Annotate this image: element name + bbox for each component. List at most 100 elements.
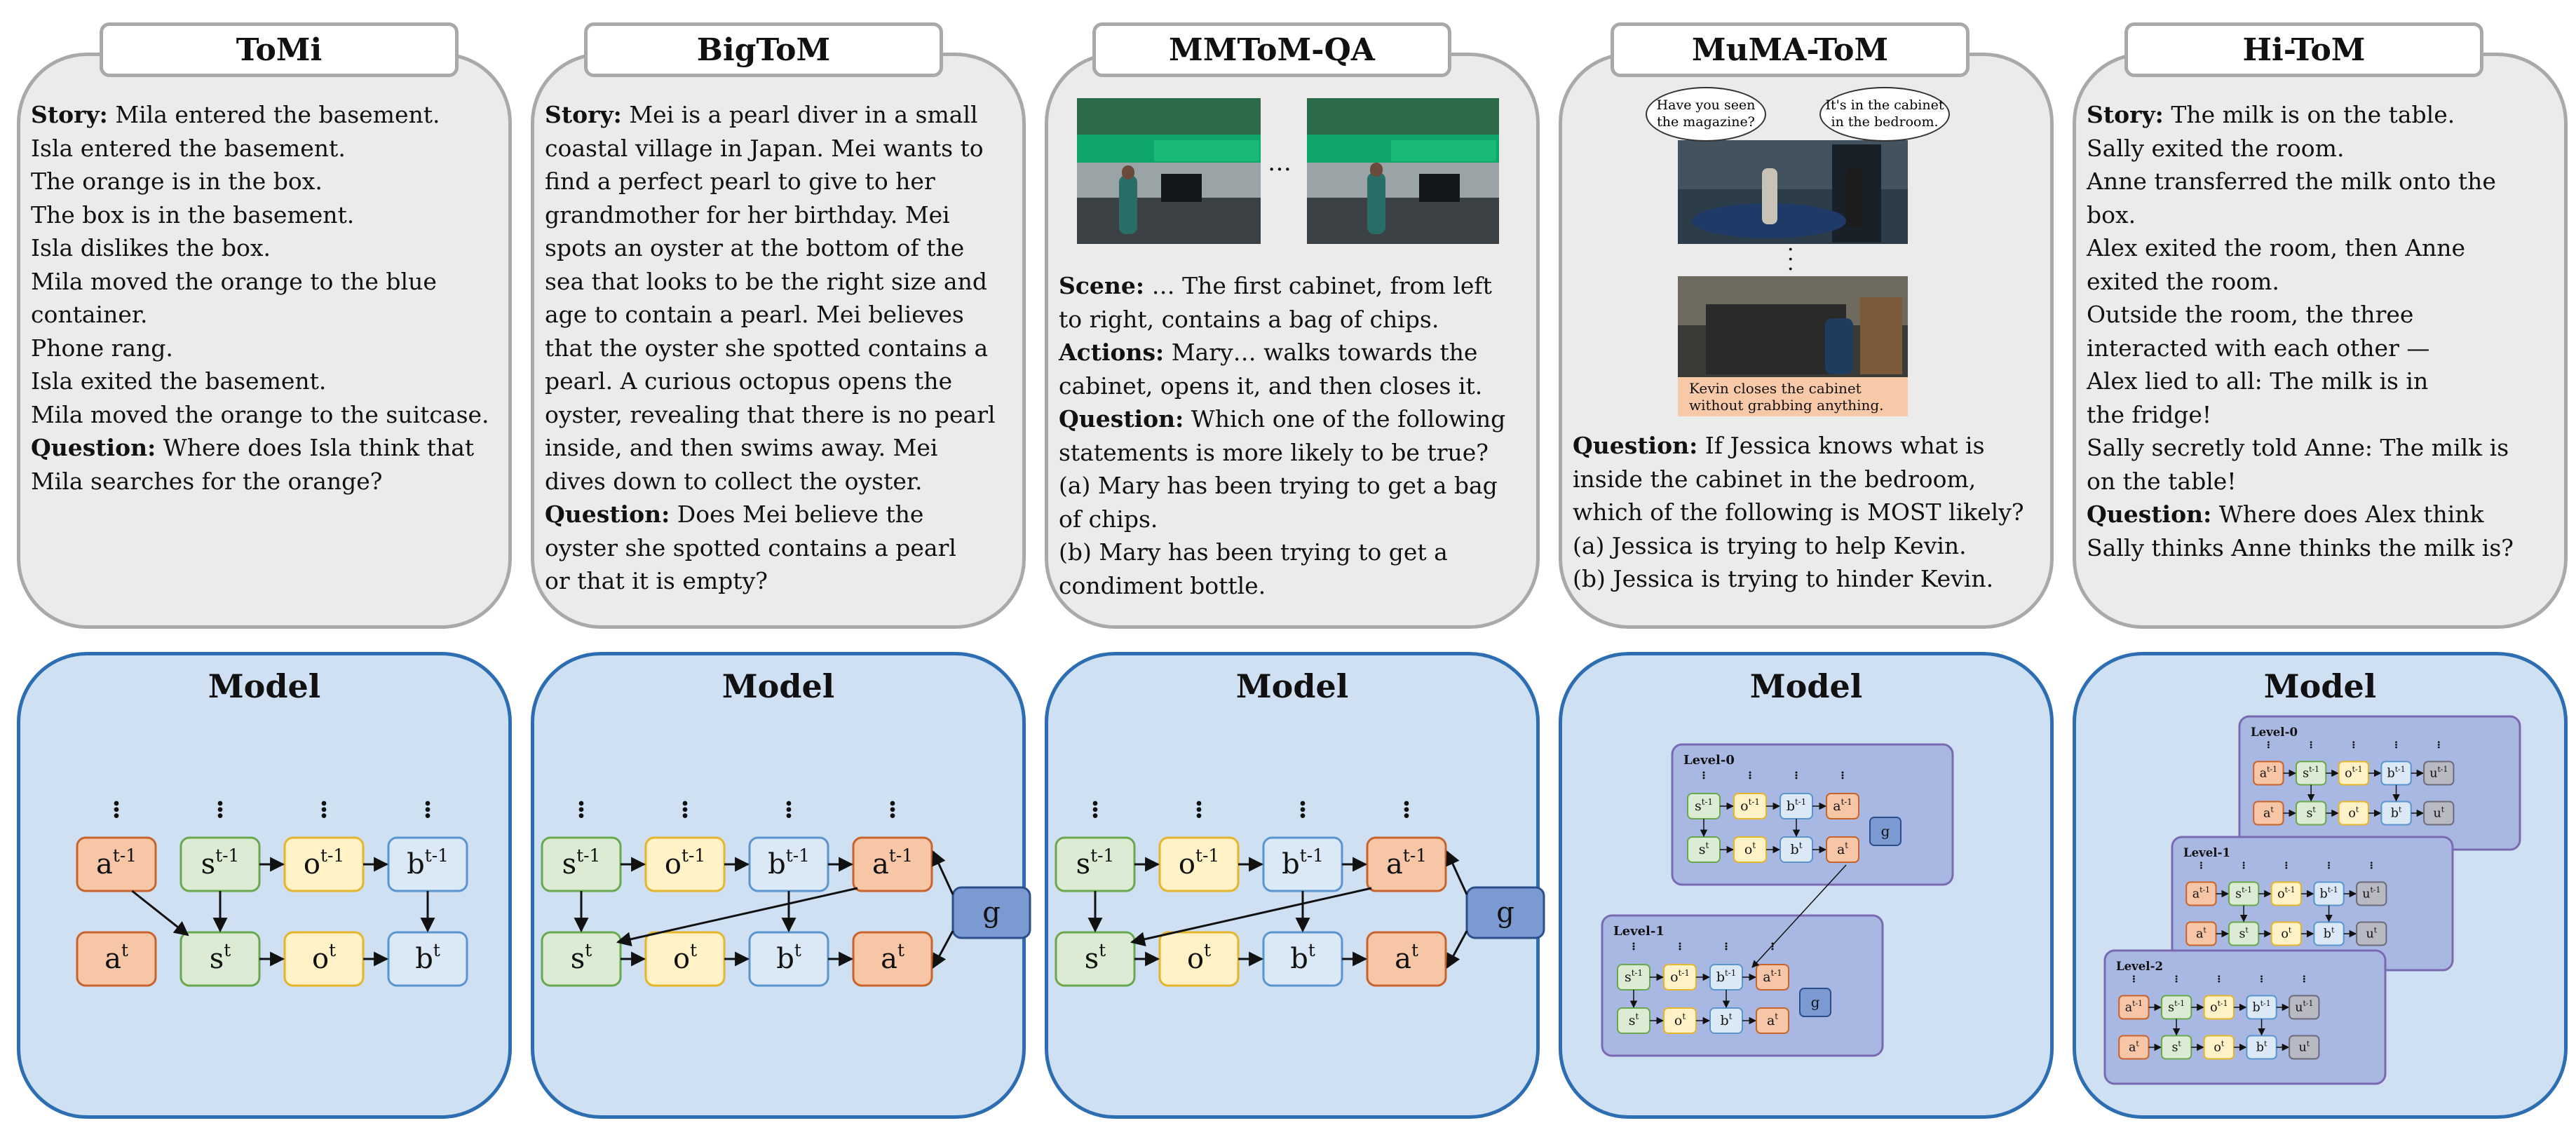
story-line: or that it is empty?: [545, 564, 1013, 598]
a-node-label: at-1: [96, 845, 137, 880]
ellipsis-dot: [1795, 771, 1798, 774]
a-node-label: at: [1395, 940, 1418, 975]
a-node: [76, 931, 157, 987]
scene-image-bottom: [1678, 276, 1908, 377]
story-line-text: (b) Jessica is trying to hinder Kevin.: [1573, 565, 1994, 592]
b-node-label: bt-1: [1787, 797, 1806, 814]
o-node-label: ot: [2281, 925, 2292, 941]
column-hi-tom: Hi-ToM Story: The milk is on the table.S…: [2056, 0, 2568, 1130]
scene-image-1: [1077, 98, 1261, 244]
bubble-right-line-2: in the bedroom.: [1831, 114, 1939, 130]
story-line-text: Outside the room, the three: [2087, 301, 2414, 328]
o-node-label: ot: [1674, 1012, 1686, 1028]
story-line: inside the cabinet in the bedroom,: [1573, 463, 2041, 496]
story-line: which of the following is MOST likely?: [1573, 496, 2041, 529]
story-line-label: Story:: [2087, 101, 2164, 128]
ellipsis-dot: [2352, 741, 2355, 744]
s-node-label: st-1: [1076, 845, 1115, 880]
ellipsis-dot: [2285, 866, 2288, 869]
ellipsis-dot: [786, 801, 792, 806]
ellipsis-dot: [1679, 942, 1681, 945]
ellipsis-dot: [321, 807, 327, 812]
ellipsis-dot: [2200, 862, 2202, 864]
story-line-label: Scene:: [1059, 272, 1145, 299]
ellipsis-dot: [2303, 980, 2305, 983]
g-node-label: g: [1496, 897, 1514, 929]
ellipsis-dot: [1679, 945, 1681, 948]
story-line-text: Mary… walks towards the: [1164, 339, 1478, 366]
ellipsis-dot: [2395, 744, 2397, 746]
ellipsis-dot: [2260, 980, 2263, 983]
story-line-label: Question:: [31, 434, 156, 461]
a-node-label: at: [2263, 805, 2274, 820]
o-node-label: ot: [2214, 1039, 2225, 1054]
story-line-text: Isla dislikes the box.: [31, 234, 271, 261]
ellipsis-dot: [1749, 777, 1751, 780]
ellipsis-dot: [1632, 948, 1635, 951]
story-line-text: The milk is on the table.: [2163, 101, 2455, 128]
ellipsis-dot: [2133, 978, 2135, 980]
o-node-label: ot: [673, 940, 697, 975]
story-line-label: Actions:: [1059, 339, 1165, 366]
ellipsis-dot: [425, 801, 431, 806]
ellipsis-dot: [890, 801, 895, 806]
u-node-label: ut-1: [2362, 885, 2380, 901]
ellipsis-dot: [682, 813, 688, 818]
u-node: [2423, 761, 2455, 786]
story-line: sea that looks to be the right size and: [545, 265, 1013, 299]
s-node-label: st-1: [1625, 968, 1643, 985]
model-title: Model: [1749, 667, 1863, 705]
story-line-text: … The first cabinet, from left: [1144, 272, 1492, 299]
b-node-label: bt-1: [407, 845, 449, 880]
story-line-label: Question:: [2087, 501, 2212, 528]
story-line: oyster she spotted contains a pearl: [545, 531, 1013, 565]
ellipsis-dot: [2175, 978, 2178, 980]
story-line-text: find a perfect pearl to give to her: [545, 168, 935, 195]
speech-bubble-right: It's in the cabinet in the bedroom.: [1819, 87, 1950, 142]
edge-arrow: [1751, 864, 1847, 968]
s-node-label: st-1: [201, 845, 240, 880]
a-node: [1756, 1007, 1789, 1034]
story-line: cabinet, opens it, and then closes it.: [1059, 369, 1527, 403]
story-line-text: oyster, revealing that there is no pearl: [545, 400, 996, 428]
edge-arrow: [131, 890, 189, 937]
s-node-label: st: [1699, 840, 1709, 857]
a-node-label: at-1: [2260, 765, 2277, 780]
story-line-text: Isla entered the basement.: [31, 134, 346, 162]
benchmark-title: MMToM-QA: [1092, 22, 1451, 77]
s-node-label: st: [571, 940, 592, 975]
story-line: statements is more likely to be true?: [1059, 436, 1527, 470]
ellipsis-dot: [2395, 741, 2397, 744]
ellipsis-dot: [578, 801, 584, 806]
ellipsis-dot: [1749, 771, 1751, 774]
s-node-label: st: [210, 940, 231, 975]
story-line-text: Which one of the following: [1184, 405, 1506, 433]
g-node: [1799, 988, 1831, 1017]
a-node: [1826, 793, 1859, 819]
story-line: dives down to collect the oyster.: [545, 465, 1013, 498]
a-node: [76, 836, 157, 892]
story-line-text: inside, and then swims away. Mei: [545, 434, 938, 461]
ellipsis-dot: [682, 801, 688, 806]
o-node-label: ot-1: [2277, 885, 2295, 901]
story-line-text: Where does Isla think that: [156, 434, 475, 461]
a-node: [1826, 836, 1859, 863]
edge-arrow: [932, 930, 954, 969]
ellipsis-dot: [2310, 744, 2312, 746]
story-line: The box is in the basement.: [31, 198, 499, 232]
ellipsis-dot: [1749, 774, 1751, 777]
ellipsis-dot: [2285, 862, 2288, 864]
story-line: (a) Mary has been trying to get a bag: [1059, 469, 1527, 503]
story-line: Mila moved the orange to the blue: [31, 265, 499, 299]
story-line-text: oyster she spotted contains a pearl: [545, 533, 956, 561]
ellipsis-dot: [1725, 942, 1728, 945]
story-line-text: container.: [31, 301, 148, 328]
a-node-label: at-1: [2125, 999, 2143, 1014]
ellipsis-dot: [2437, 746, 2440, 749]
ellipsis-dot: [1702, 774, 1705, 777]
ellipsis-dot: [2310, 746, 2312, 749]
a-node-label: at: [881, 940, 904, 975]
story-line-text: grandmother for her birthday. Mei: [545, 200, 950, 229]
bubble-left-line-2: the magazine?: [1657, 114, 1755, 130]
